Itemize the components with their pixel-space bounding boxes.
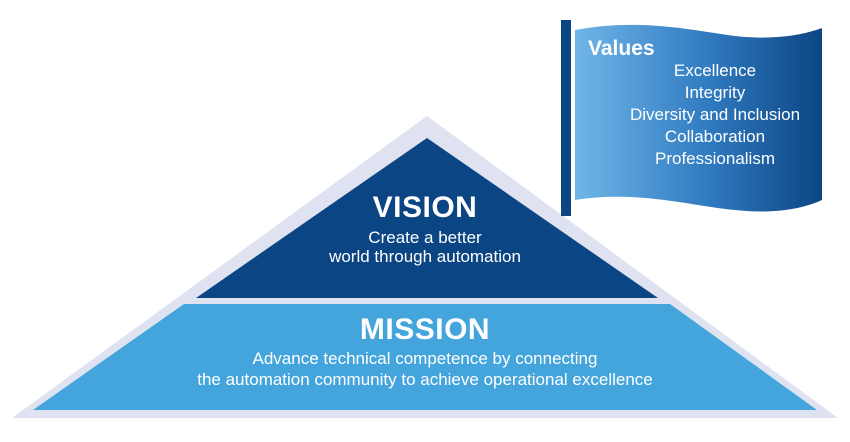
values-flag <box>575 24 822 212</box>
values-item: Collaboration <box>664 127 766 146</box>
mission-statement-line-1: Advance technical competence by connecti… <box>252 349 598 368</box>
mission-band <box>33 304 817 410</box>
vision-title: VISION <box>372 191 478 224</box>
mission-statement-line-2: the automation community to achieve oper… <box>197 370 653 389</box>
flag-pole <box>561 20 571 216</box>
values-item: Diversity and Inclusion <box>629 105 801 124</box>
values-item: Excellence <box>673 61 757 80</box>
values-item: Integrity <box>684 83 746 102</box>
vision-triangle <box>196 138 658 298</box>
vision-statement-line-1: Create a better <box>368 228 482 247</box>
values-title: Values <box>588 37 655 60</box>
mission-title: MISSION <box>359 313 491 346</box>
vision-statement-line-2: world through automation <box>329 247 521 266</box>
values-item: Professionalism <box>655 149 775 168</box>
